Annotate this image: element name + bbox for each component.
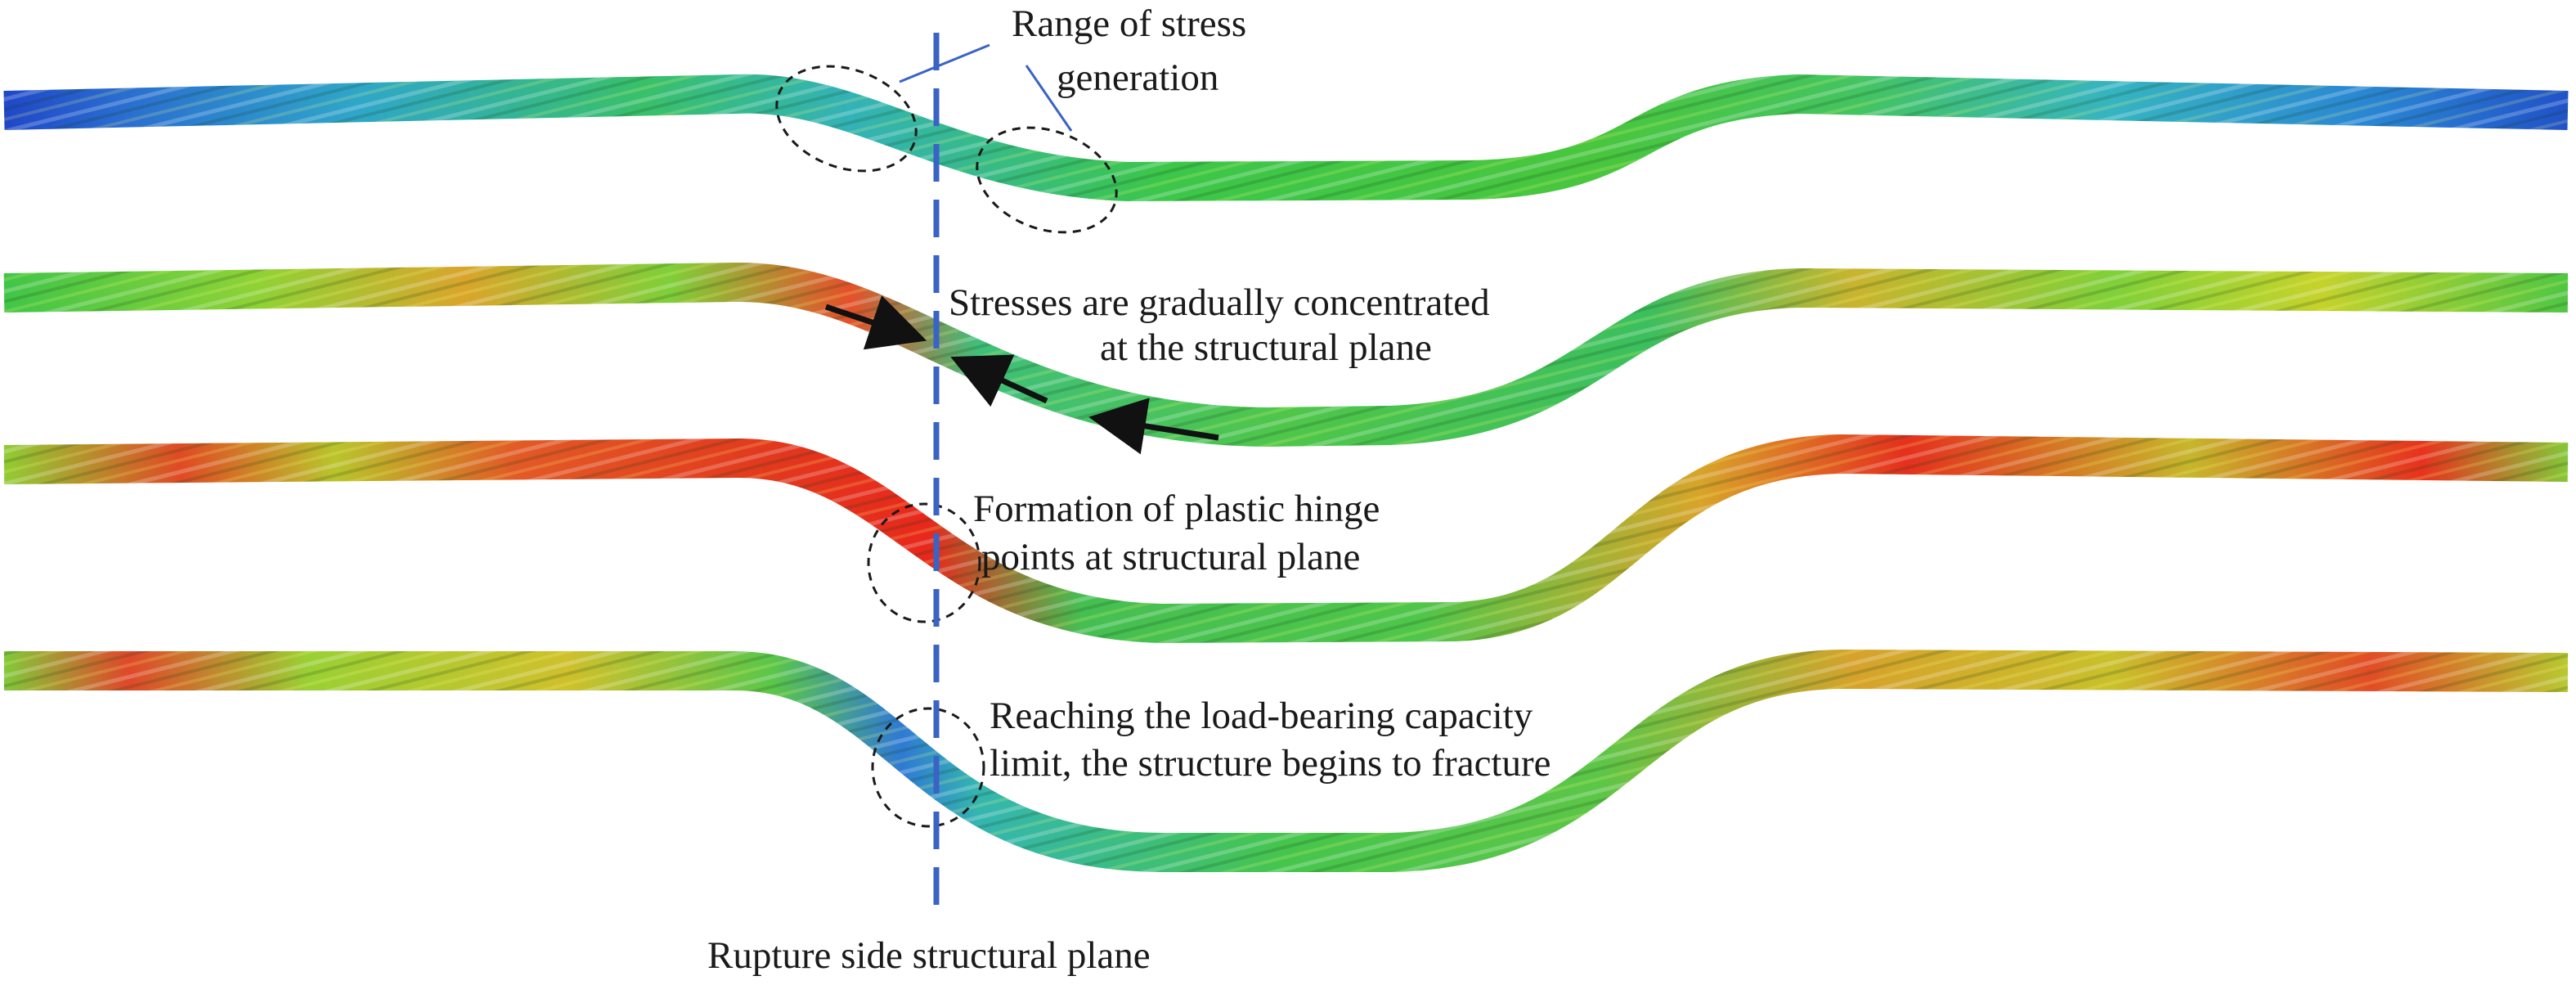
stress-arrow-1 — [824, 295, 927, 350]
stress-range-circle-1 — [775, 65, 918, 173]
cable-stage-3 — [3, 434, 2569, 644]
stress-arrow-2 — [950, 354, 1048, 407]
fracture-label-line1: Reaching the load-bearing capacity — [990, 695, 1533, 737]
cable-stage-4 — [4, 649, 2569, 872]
leader-line-1 — [899, 43, 990, 83]
fracture-label-line2: limit, the structure begins to fracture — [990, 742, 1551, 785]
stress-range-label-line2: generation — [1057, 56, 1218, 99]
concentration-label-line2: at the structural plane — [1100, 326, 1432, 369]
hinge-label-line2: points at structural plane — [981, 536, 1360, 578]
structural-plane-label: Rupture side structural plane — [707, 934, 1151, 977]
annotation-labels: Range of stress generation Stresses are … — [707, 2, 1551, 977]
stress-range-label-line1: Range of stress — [1012, 2, 1246, 45]
concentration-label-line1: Stresses are gradually concentrated — [949, 281, 1490, 324]
stress-arrow-3 — [1088, 398, 1219, 455]
cable-stage-1 — [3, 74, 2569, 202]
fracture-circle — [871, 707, 985, 828]
cable-1-strands — [3, 74, 2569, 202]
leader-lines — [899, 43, 1073, 132]
cable-3-strands — [3, 434, 2569, 644]
stress-range-circle-2 — [976, 126, 1118, 234]
hinge-label-line1: Formation of plastic hinge — [973, 488, 1380, 530]
stress-flow-arrows — [824, 295, 1219, 455]
leader-line-2 — [1025, 65, 1073, 132]
cable-4-strands — [4, 649, 2569, 872]
highlight-circles — [775, 65, 1118, 828]
plastic-hinge-circle — [867, 502, 981, 623]
